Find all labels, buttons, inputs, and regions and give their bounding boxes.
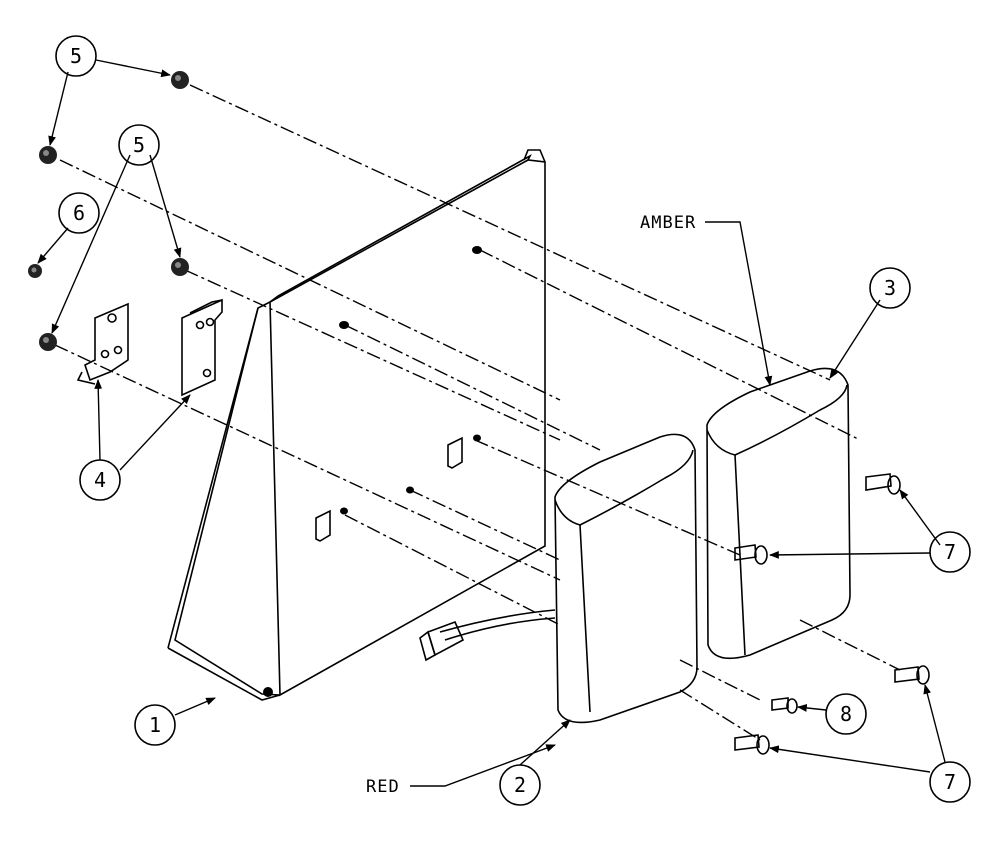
callout-number: 7	[944, 770, 956, 794]
screw-part-7	[734, 734, 770, 755]
nut-part-6	[28, 264, 42, 278]
callout-4: 4	[79, 459, 121, 501]
callout-2: 2	[499, 764, 541, 806]
callout-6: 6	[58, 192, 100, 234]
mounting-bracket-part-1	[167, 149, 546, 701]
screw-part-7	[865, 473, 901, 495]
callout-number: 5	[70, 44, 82, 68]
mounting-hole	[406, 486, 414, 494]
callout-number: 5	[133, 133, 145, 157]
callout-7: 7	[929, 531, 971, 573]
callout-8: 8	[825, 693, 867, 735]
callout-1: 1	[134, 704, 176, 746]
callout-number: 3	[884, 276, 896, 300]
callout-3: 3	[869, 267, 911, 309]
mounting-hole	[473, 434, 481, 442]
mounting-hole	[339, 321, 349, 329]
callout-number: 1	[149, 713, 161, 737]
clip-part-4	[76, 302, 129, 385]
clip-part-4	[181, 298, 223, 397]
screw-part-7	[734, 544, 768, 565]
mounting-hole	[340, 507, 348, 515]
screw-part-8	[771, 697, 798, 714]
leader-lines	[37, 59, 946, 787]
callout-number: 2	[514, 773, 526, 797]
callout-7: 7	[929, 761, 971, 803]
screw-part-7	[894, 665, 930, 685]
red-lamp-part-2	[419, 433, 698, 724]
callout-number: 6	[73, 201, 85, 225]
square-cutout	[447, 436, 463, 469]
square-cutout	[315, 509, 331, 542]
callout-number: 8	[840, 702, 852, 726]
callout-5: 5	[55, 35, 97, 77]
nut-part-5	[171, 71, 189, 89]
assembly-lines	[54, 84, 901, 741]
mounting-hole	[472, 246, 482, 254]
callout-number: 7	[944, 540, 956, 564]
nut-part-5	[171, 258, 189, 276]
callout-5: 5	[118, 124, 160, 166]
nut-part-5	[39, 333, 57, 351]
nut-part-5	[39, 146, 57, 164]
amber-label: AMBER	[640, 213, 696, 233]
amber-lamp-part-3	[706, 367, 851, 660]
callout-number: 4	[94, 468, 106, 492]
red-label: RED	[366, 777, 400, 797]
